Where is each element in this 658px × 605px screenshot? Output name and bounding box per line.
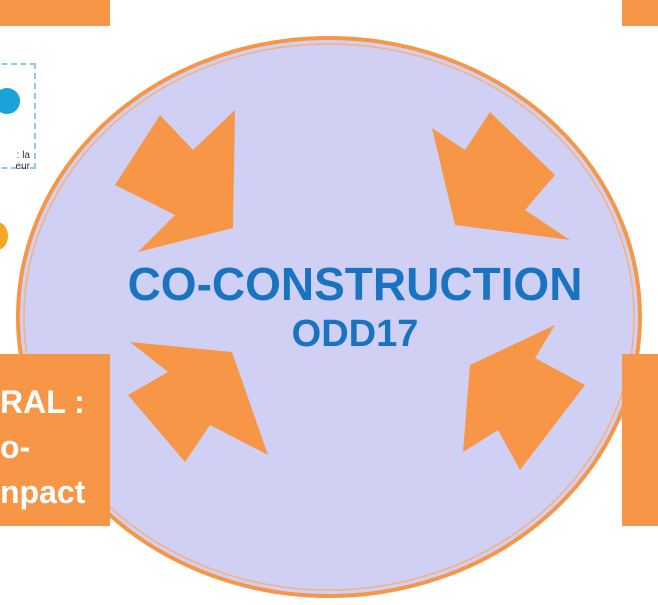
arrow-icon	[432, 112, 570, 240]
arrow-icon	[463, 325, 585, 470]
central-circle-inner-ring	[23, 43, 635, 591]
bottom-left-line-1: RAL :	[0, 384, 85, 420]
bottom-left-line-3: npact	[0, 474, 86, 510]
arrow-icon	[115, 110, 235, 252]
orange-dot	[0, 222, 8, 250]
center-title: CO-CONSTRUCTION ODD17	[100, 258, 610, 358]
side-caption-line-1: : la	[16, 150, 30, 161]
bottom-right-orange-box	[622, 354, 658, 526]
bottom-left-orange-box: RAL : o- npact	[0, 354, 110, 526]
side-caption-line-2: eur	[15, 161, 30, 172]
top-right-orange-box	[622, 0, 658, 26]
arrow-icon	[128, 342, 268, 462]
center-title-line-2: ODD17	[291, 313, 419, 355]
circle-badge-icon	[0, 88, 20, 114]
center-title-line-1: CO-CONSTRUCTION	[127, 258, 583, 310]
side-caption: : la eur	[0, 150, 30, 172]
dashed-frame	[0, 63, 36, 169]
bottom-left-box-text: RAL : o- npact	[0, 380, 85, 515]
bottom-left-line-2: o-	[0, 429, 31, 465]
top-left-orange-box	[0, 0, 110, 26]
